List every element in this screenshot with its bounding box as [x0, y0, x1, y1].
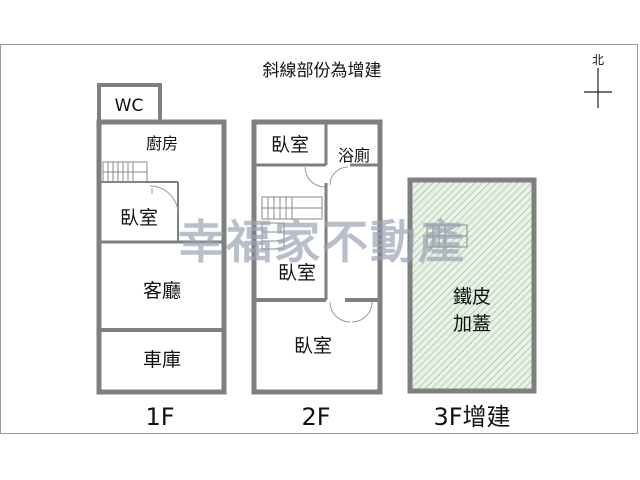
- living-room-label: 客廳: [143, 280, 181, 302]
- wc-label: WC: [115, 96, 144, 116]
- floor-2f-outline: [251, 119, 383, 395]
- floor-3f-label: 3F增建: [433, 403, 510, 431]
- floor-2f: [251, 119, 383, 395]
- compass-label: 北: [592, 53, 604, 67]
- stair-3f: [426, 224, 468, 248]
- bedroom-2f-mid-label: 臥室: [278, 262, 316, 284]
- floor-1f-label: 1F: [145, 403, 174, 431]
- floor-3f-outline: [407, 177, 537, 394]
- floor-1f: [96, 83, 227, 395]
- stair-2f: [261, 196, 323, 250]
- stair-1f: [102, 161, 148, 183]
- watermark: 幸福家不動產: [178, 215, 466, 269]
- floor-2f-label: 2F: [301, 403, 330, 431]
- bedroom-2f-bottom-label: 臥室: [294, 335, 332, 357]
- garage-label: 車庫: [143, 349, 181, 371]
- floor-3f-room-line1: 鐵皮: [453, 286, 491, 308]
- floor-3f-room-line2: 加蓋: [453, 313, 491, 335]
- floor-1f-outline: [96, 119, 227, 395]
- bedroom-2f-top-label: 臥室: [271, 134, 309, 156]
- floor-3f: [407, 177, 537, 394]
- drawing-frame: [0, 44, 638, 434]
- kitchen-label: 廚房: [146, 134, 178, 153]
- bathroom-label: 浴廁: [338, 146, 370, 165]
- note-text: 斜線部份為增建: [263, 61, 382, 81]
- north-arrow-icon: [584, 68, 612, 108]
- floor-3f-hatched-area: [410, 180, 534, 391]
- bedroom-1f-label: 臥室: [120, 207, 158, 229]
